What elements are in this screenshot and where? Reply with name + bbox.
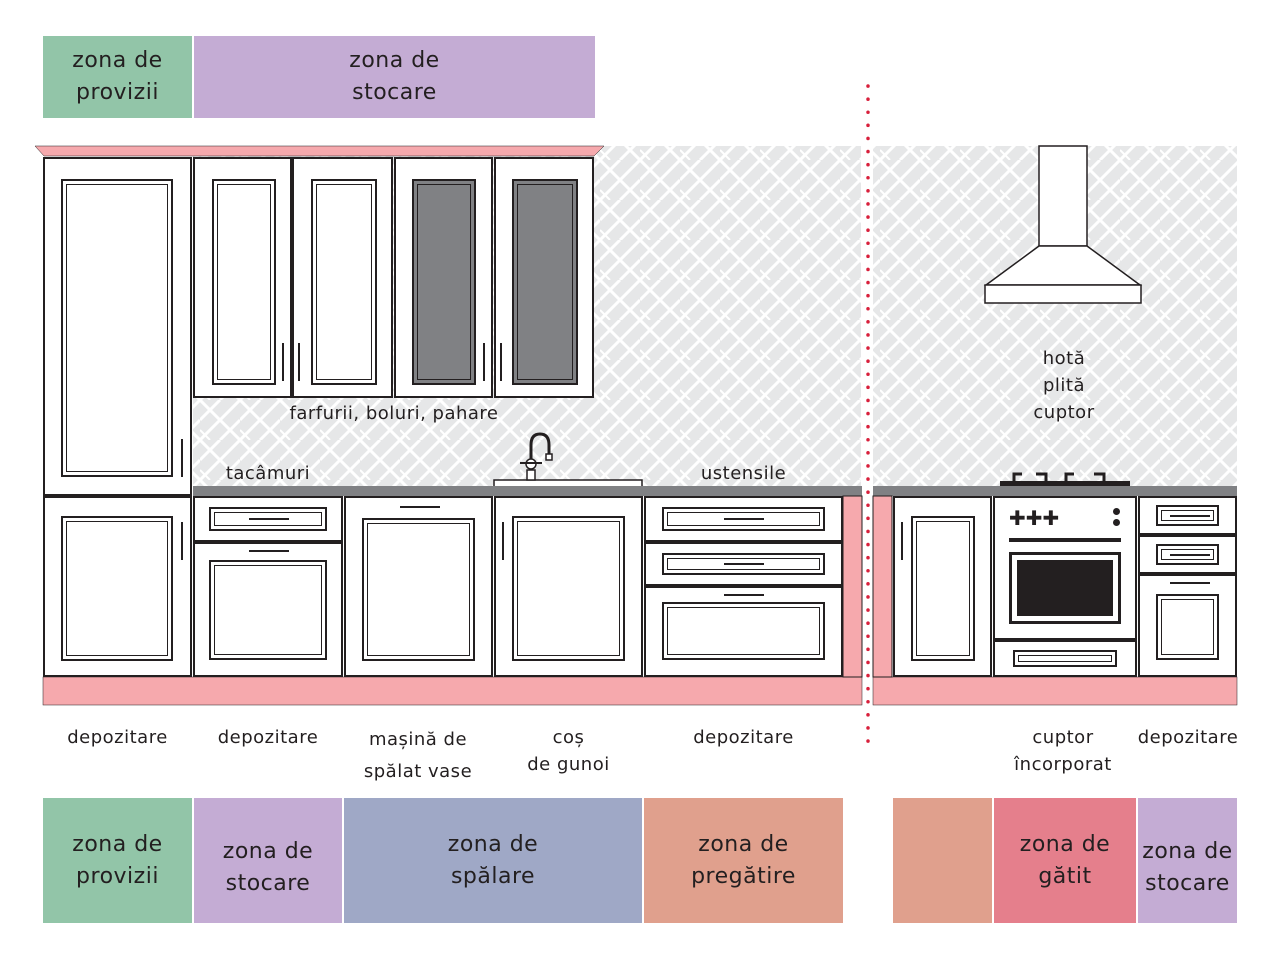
- sink-faucet-icon: [493, 432, 643, 489]
- label-storage-2: depozitare: [217, 727, 319, 748]
- right-base-cabinet: [893, 496, 992, 677]
- cutlery-drawer: [193, 496, 343, 542]
- label-storage-3: depozitare: [693, 727, 794, 748]
- tall-pantry-cabinet: [43, 157, 192, 496]
- pantry-base-cabinet: [43, 496, 192, 677]
- oven-drawer: [993, 640, 1137, 677]
- right-drawer-2: [1138, 535, 1237, 574]
- bottom-zone-provizii: zona de provizii: [43, 798, 192, 923]
- label-dishes: farfurii, boluri, pahare: [289, 403, 499, 424]
- label-utensils: ustensile: [700, 463, 787, 484]
- wall-cabinet-2: [292, 157, 393, 398]
- label-cutlery: tacâmuri: [225, 463, 311, 484]
- dishwasher-cabinet: [344, 496, 493, 677]
- bottom-zone-gatit: zona de gătit: [994, 798, 1136, 923]
- top-zone-provizii: zona de provizii: [43, 36, 192, 118]
- label-oven: cuptor încorporat: [1014, 727, 1112, 775]
- wall-cabinet-glass-2: [494, 157, 594, 398]
- knob-icon: ✚✚✚: [1009, 506, 1060, 530]
- label-dishwasher: mașină de spălat vase: [363, 729, 473, 782]
- label-storage-1: depozitare: [67, 727, 168, 748]
- label-storage-4: depozitare: [1137, 727, 1239, 748]
- storage-base-cabinet: [193, 542, 343, 677]
- built-in-oven: ✚✚✚: [993, 496, 1137, 640]
- utensil-drawer-1: [644, 496, 843, 542]
- bottom-zone-pregatire-right: [893, 798, 992, 923]
- wall-cabinet-1: [193, 157, 292, 398]
- wall-cabinet-glass-1: [394, 157, 493, 398]
- label-trash: coș de gunoi: [527, 727, 610, 775]
- stovetop-icon: [1000, 472, 1130, 486]
- oven-control-dots-icon: [1113, 508, 1121, 528]
- range-hood-icon: [983, 145, 1143, 304]
- top-zone-stocare: zona de stocare: [194, 36, 595, 118]
- trash-cabinet: [494, 496, 643, 677]
- bottom-zone-stocare-right: zona de stocare: [1138, 798, 1237, 923]
- utensil-drawer-3: [644, 586, 843, 677]
- bottom-zone-pregatire: zona de pregătire: [644, 798, 843, 923]
- right-storage-cabinet: [1138, 574, 1237, 677]
- bottom-zone-spalare: zona de spălare: [344, 798, 642, 923]
- right-drawer-1: [1138, 496, 1237, 535]
- oven-window: [1009, 552, 1121, 624]
- utensil-drawer-2: [644, 542, 843, 586]
- label-cooking: hotă plită cuptor: [1033, 348, 1095, 423]
- bottom-zone-stocare: zona de stocare: [194, 798, 342, 923]
